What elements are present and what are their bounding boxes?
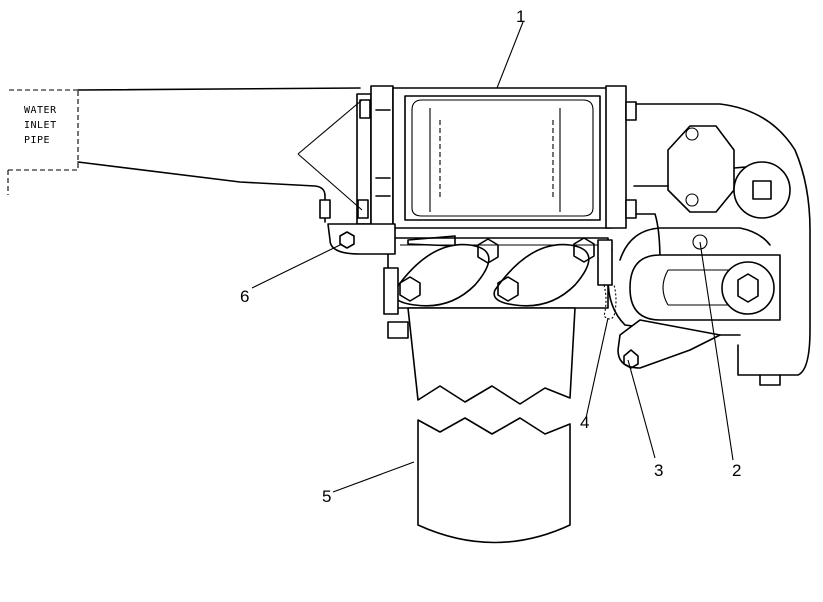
mounting-clamp (327, 223, 396, 255)
idler-bracket-assembly (607, 103, 811, 386)
callout-1: 1 (516, 7, 525, 26)
main-housing (392, 85, 637, 229)
pipe-label-line1: WATER (24, 105, 57, 116)
adjusting-bracket (617, 319, 721, 369)
lower-manifold (383, 235, 613, 339)
callout-2: 2 (732, 461, 741, 480)
water-inlet-pipe-label: WATER INLET PIPE (7, 89, 79, 195)
leader-lines (251, 21, 734, 493)
pipe-label-line3: PIPE (24, 135, 50, 146)
callout-4: 4 (580, 413, 589, 432)
pipe-label-line2: INLET (24, 120, 57, 131)
water-inlet-pipe (77, 87, 361, 223)
filter-element (407, 307, 576, 544)
gasket (603, 284, 617, 320)
callout-5: 5 (322, 487, 331, 506)
callout-6: 6 (240, 287, 249, 306)
callout-3: 3 (654, 461, 663, 480)
